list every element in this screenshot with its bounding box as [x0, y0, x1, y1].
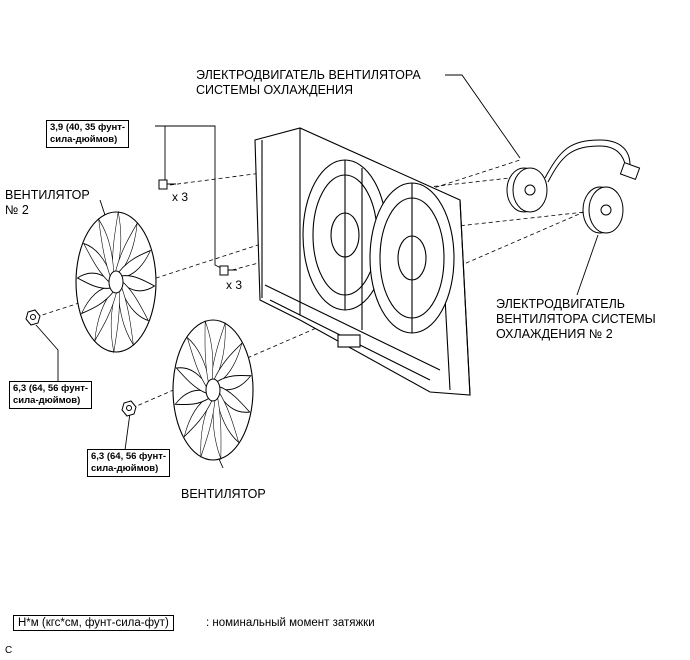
torque-spec-bolt-line-2: сила-дюймов)	[50, 134, 118, 145]
bolt-quantity-upper: x 3	[172, 190, 189, 204]
nut-fan-1	[121, 400, 137, 417]
motor-2-label-line-1: ЭЛЕКТРОДВИГАТЕЛЬ	[496, 297, 625, 311]
fan-motor-1	[506, 139, 641, 213]
bolt-upper	[158, 179, 176, 190]
torque-spec-nut-fan-2: 6,3 (64, 56 фунт- сила-дюймов)	[9, 381, 93, 409]
motor-2-label-line-3: ОХЛАЖДЕНИЯ № 2	[496, 327, 613, 341]
figure-code: C	[5, 645, 13, 656]
motor-1-label-line-1: ЭЛЕКТРОДВИГАТЕЛЬ ВЕНТИЛЯТОРА	[196, 68, 421, 82]
torque-spec-bolt: 3,9 (40, 35 фунт- сила-дюймов)	[46, 120, 130, 148]
torque-spec-nut-fan-line-1: 6,3 (64, 56 фунт-	[91, 451, 167, 462]
motor-1-label: ЭЛЕКТРОДВИГАТЕЛЬ ВЕНТИЛЯТОРА СИСТЕМЫ ОХЛ…	[196, 68, 421, 98]
nut-fan-2	[25, 309, 41, 326]
fan-motor-2	[582, 186, 624, 234]
fan-label: ВЕНТИЛЯТОР	[181, 487, 266, 501]
legend-unit-box: Н*м (кгс*см, фунт-сила-фут)	[13, 615, 174, 631]
fan-2-label: ВЕНТИЛЯТОР № 2	[5, 188, 90, 218]
torque-spec-nut-fan-2-line-2: сила-дюймов)	[13, 395, 81, 406]
torque-spec-nut-fan-2-line-1: 6,3 (64, 56 фунт-	[13, 383, 89, 394]
fan-2-label-line-1: ВЕНТИЛЯТОР	[5, 188, 90, 202]
legend-description: : номинальный момент затяжки	[206, 617, 375, 629]
torque-spec-bolt-line-1: 3,9 (40, 35 фунт-	[50, 122, 126, 133]
motor-1-label-line-2: СИСТЕМЫ ОХЛАЖДЕНИЯ	[196, 83, 353, 97]
fan-1	[172, 319, 254, 461]
torque-spec-nut-fan-line-2: сила-дюймов)	[91, 463, 159, 474]
fan-2	[75, 211, 157, 353]
fan-shroud	[254, 127, 471, 396]
motor-2-label: ЭЛЕКТРОДВИГАТЕЛЬ ВЕНТИЛЯТОРА СИСТЕМЫ ОХЛ…	[496, 297, 656, 342]
motor-2-label-line-2: ВЕНТИЛЯТОРА СИСТЕМЫ	[496, 312, 656, 326]
bolt-lower	[219, 265, 237, 276]
torque-spec-nut-fan: 6,3 (64, 56 фунт- сила-дюймов)	[87, 449, 171, 477]
bolt-quantity-lower: x 3	[226, 278, 243, 292]
fan-2-label-line-2: № 2	[5, 203, 29, 217]
